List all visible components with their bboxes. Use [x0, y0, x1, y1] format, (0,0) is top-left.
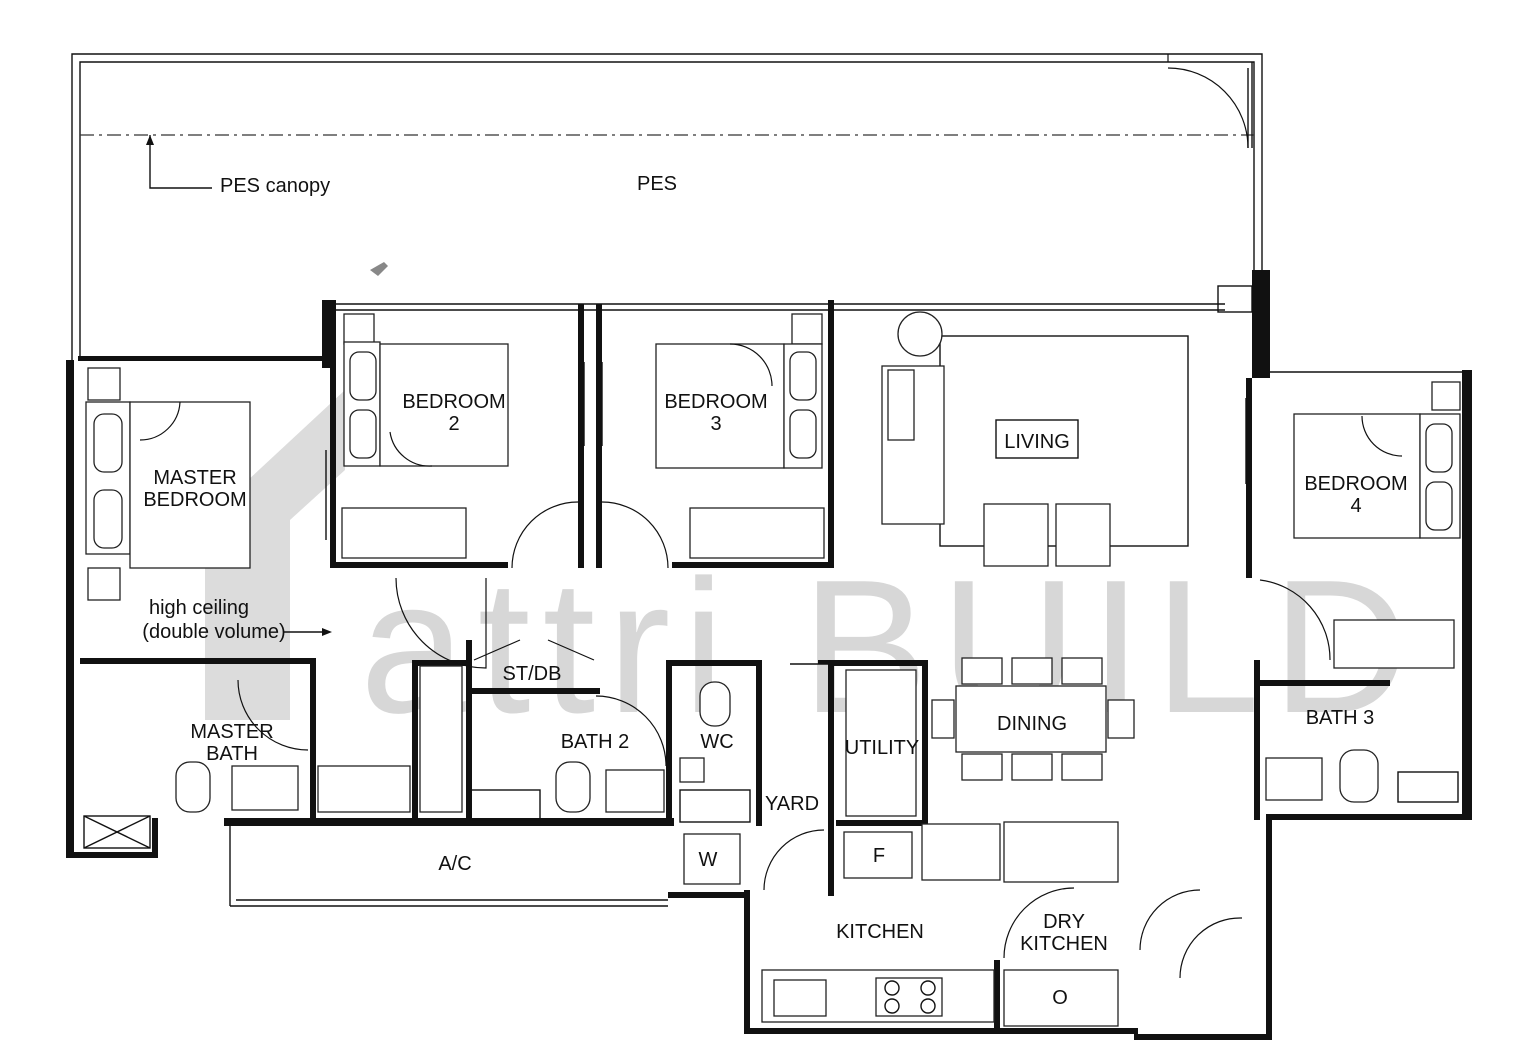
label-bath2: BATH 2 [561, 731, 630, 753]
watermark-logo-icon [205, 390, 345, 720]
bedroom-2-furniture [341, 313, 509, 559]
interior-walls [80, 300, 1390, 1034]
label-bedroom4-line2: 4 [1350, 495, 1361, 517]
label-master-bath-line1: MASTER [190, 721, 273, 743]
label-yard: YARD [765, 793, 819, 815]
watermark: attri BUILD [205, 390, 1409, 753]
label-bedroom3-line2: 3 [710, 413, 721, 435]
label-dry-kitchen-line1: DRY [1043, 911, 1085, 933]
exterior-walls [66, 270, 1472, 1040]
doors [237, 362, 1331, 979]
living-furniture [881, 311, 1189, 567]
label-living: LIVING [1004, 431, 1070, 453]
label-master-bedroom-line1: MASTER [153, 467, 236, 489]
label-st-db: ST/DB [503, 663, 562, 685]
room-labels: PES PES canopy MASTER BEDROOM BEDROOM 2 … [142, 173, 1407, 1009]
label-kitchen: KITCHEN [836, 921, 924, 943]
label-washer: W [699, 849, 718, 871]
master-bedroom-furniture [83, 367, 251, 849]
label-fridge: F [873, 845, 885, 867]
label-high-ceiling-line2: (double volume) [142, 621, 285, 643]
label-bedroom2-line2: 2 [448, 413, 459, 435]
label-bath3: BATH 3 [1306, 707, 1375, 729]
label-master-bedroom-line2: BEDROOM [143, 489, 246, 511]
bedroom-4-furniture [1293, 381, 1461, 669]
label-dining: DINING [997, 713, 1067, 735]
label-bedroom3-line1: BEDROOM [664, 391, 767, 413]
label-bedroom4-line1: BEDROOM [1304, 473, 1407, 495]
label-oven: O [1052, 987, 1068, 1009]
label-master-bath-line2: BATH [206, 743, 258, 765]
bedroom-3-furniture [655, 313, 825, 559]
bathroom-fixtures [175, 665, 1459, 885]
label-utility: UTILITY [845, 737, 919, 759]
kitchen-counter [761, 969, 1119, 1027]
label-bedroom2-line1: BEDROOM [402, 391, 505, 413]
dining-furniture [931, 657, 1135, 781]
label-wc: WC [700, 731, 733, 753]
label-pes: PES [637, 173, 677, 195]
label-dry-kitchen-line2: KITCHEN [1020, 933, 1108, 955]
label-pes-canopy: PES canopy [220, 175, 330, 197]
label-high-ceiling-line1: high ceiling [149, 597, 249, 619]
label-ac: A/C [438, 853, 471, 875]
pes-terrace [71, 53, 1263, 360]
